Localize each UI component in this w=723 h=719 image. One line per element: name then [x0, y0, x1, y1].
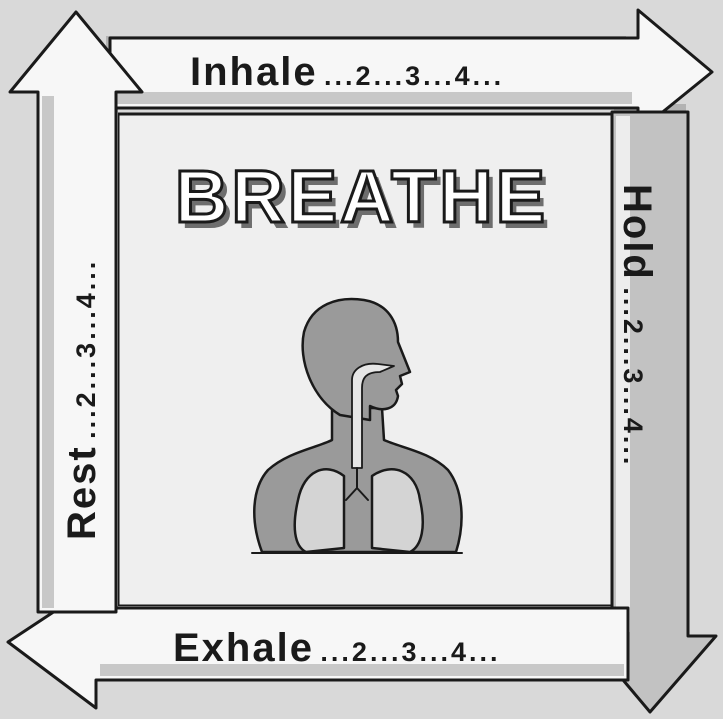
hold-count: ...2...3...4...: [618, 287, 648, 467]
rest-word: Rest: [60, 445, 104, 540]
exhale-word: Exhale: [173, 626, 314, 670]
rest-count: ...2...3...4...: [71, 259, 101, 439]
inhale-count: ...2...3...4...: [324, 61, 504, 91]
hold-word: Hold: [615, 184, 659, 281]
inhale-label: Inhale ...2...3...4...: [190, 52, 504, 92]
inhale-word: Inhale: [190, 50, 318, 94]
exhale-label: Exhale ...2...3...4...: [173, 628, 501, 668]
right-lung: [372, 469, 423, 552]
hold-label: Hold ...2...3...4...: [617, 184, 657, 467]
exhale-count: ...2...3...4...: [320, 637, 500, 667]
rest-label: Rest ...2...3...4...: [62, 259, 102, 540]
